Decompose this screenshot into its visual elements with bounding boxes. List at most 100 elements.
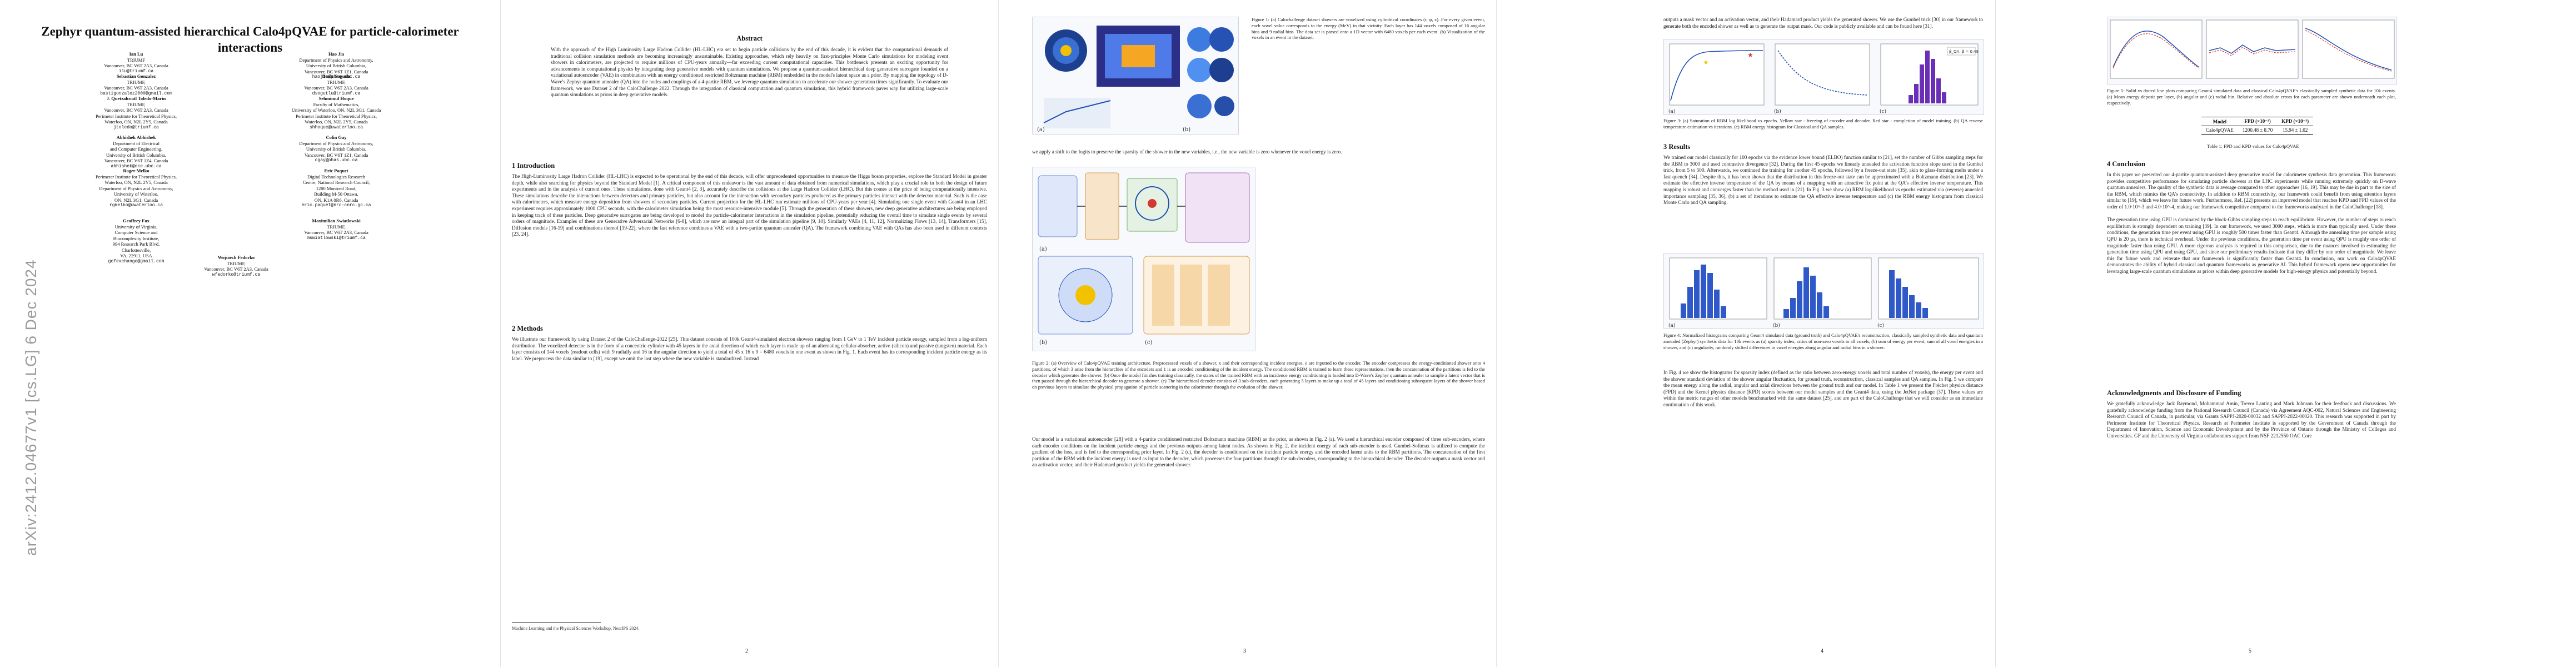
table-header: FPD (×10⁻³) — [2244, 118, 2271, 124]
author-email[interactable]: dsogutlu@triumf.ca — [312, 91, 361, 96]
svg-text:(a): (a) — [1668, 322, 1675, 328]
svg-text:(c): (c) — [1880, 108, 1886, 115]
table-header: KPD (×10⁻³) — [2281, 118, 2309, 124]
table-row: Calo4pQVAE 1200.48 ± 8.70 15.94 ± 1.02 — [2201, 126, 2314, 135]
author-name: Colin Gay — [326, 135, 347, 140]
author-email[interactable]: eric.paquet@nrc-cnrc.gc.ca — [301, 203, 371, 208]
author-email[interactable]: gcfexchange@gmail.com — [108, 258, 165, 264]
results-text-2: In Fig. 4 we show the histograms for spa… — [1663, 370, 1983, 407]
figure-2-caption: Figure 2: (a) Overview of Calo4pQVAE tra… — [1032, 360, 1485, 390]
conclusion-text: In this paper we presented our 4-partite… — [2107, 172, 2396, 274]
ack-text: We gratefully acknowledge Jack Raymond, … — [2107, 401, 2396, 439]
page-2: Abstract With the approach of the High L… — [501, 0, 998, 667]
figure-3: ★ ★ β_QA, β = 0.48 (a) (b) (c) — [1663, 39, 1984, 115]
svg-text:★: ★ — [1747, 51, 1753, 59]
results-text: We trained our model classically for 100… — [1663, 155, 1983, 206]
svg-text:(a): (a) — [1668, 108, 1675, 115]
author-name: Hao Jia — [328, 51, 345, 57]
figure-4-caption: Figure 4: Normalized histograms comparin… — [1663, 332, 1983, 350]
author-affiliation: Faculty of Mathematics, University of Wa… — [291, 101, 381, 125]
author-email[interactable]: ilu@triumf.ca — [118, 68, 154, 74]
methods-text: We illustrate our framework by using Dat… — [512, 336, 987, 361]
figure-2: (a) (b) (c) — [1032, 167, 1255, 351]
svg-text:(b): (b) — [1183, 127, 1190, 133]
figure-1-caption: Figure 1: (a) Calochallenge dataset show… — [1252, 17, 1485, 41]
table-cell: 1200.48 ± 8.70 — [2242, 127, 2273, 133]
svg-text:(a): (a) — [1037, 127, 1045, 133]
page3-text-top: we apply a shift to the logits to preser… — [1032, 149, 1342, 155]
table-caption: Table 1: FPD and KPD values for Calo4pQV… — [2207, 143, 2299, 149]
page-number: 5 — [2249, 648, 2251, 654]
paper-title: Zephyr quantum-assisted hierarchical Cal… — [41, 24, 459, 54]
page-number: 3 — [1243, 648, 1246, 654]
methods-heading: 2 Methods — [512, 325, 543, 332]
page4-text-top: outputs a mask vector and an activation … — [1663, 17, 1983, 29]
svg-text:(c): (c) — [1877, 322, 1884, 328]
author-affiliation: TRIUMF, Vancouver, BC V6T 2A3, Canada Pe… — [96, 101, 177, 125]
figure-2-image: (a) (b) (c) — [1038, 172, 1250, 346]
author-email[interactable]: mswiatlowski@triumf.ca — [307, 235, 366, 241]
author-email[interactable]: bastigonzalez2000@gmail.com — [100, 91, 172, 96]
figure-1: (a) (b) — [1032, 17, 1239, 135]
page-divider — [500, 0, 501, 667]
svg-text:(b): (b) — [1773, 322, 1780, 328]
author-email[interactable]: cgay@phas.ubc.ca — [315, 158, 358, 163]
author-affiliation: Department of Physics and Astronomy, Uni… — [299, 57, 373, 74]
conclusion-heading: 4 Conclusion — [2107, 160, 2146, 168]
table-cell: 15.94 ± 1.02 — [2282, 127, 2308, 133]
intro-text: The High-Luminosity Large Hadron Collide… — [512, 173, 987, 237]
figure-3-legend: β_QA, β = 0.48 — [1949, 49, 1979, 54]
author-name: Wojciech Fedorko — [217, 255, 255, 260]
arxiv-sidebar: arXiv:2412.04677v1 [cs.LG] 6 Dec 2024 — [22, 259, 39, 556]
author-name: Sehmimul Hoque — [318, 96, 354, 101]
figure-1-image: (a) (b) — [1037, 26, 1234, 133]
author-email[interactable]: jtoledo@triumf.ca — [113, 125, 159, 130]
page-4: outputs a mask vector and an activation … — [1497, 0, 1995, 667]
author-affiliation: Perimeter Institute for Theoretical Phys… — [96, 173, 177, 203]
page-divider — [1496, 0, 1497, 667]
author-name: Geoffrey Fox — [123, 218, 150, 223]
footnote: Machine Learning and the Physical Scienc… — [512, 626, 640, 631]
author-email[interactable]: wfedorko@triumf.ca — [212, 272, 261, 277]
results-table: Model FPD (×10⁻³) KPD (×10⁻³) Calo4pQVAE… — [2201, 117, 2314, 135]
figure-3-caption: Figure 3: (a) Saturation of RBM log like… — [1663, 118, 1983, 130]
page-divider — [1995, 0, 1996, 667]
author-name: Eric Paquet — [324, 168, 348, 173]
author-email[interactable]: haojia@phas.ubc.ca — [312, 74, 361, 79]
results-heading: 3 Results — [1663, 143, 1691, 151]
page3-text-model: Our model is a variational autoencoder [… — [1032, 436, 1485, 468]
page-number: 4 — [1821, 648, 1823, 654]
table-header: Model — [2213, 118, 2227, 125]
svg-text:(b): (b) — [1039, 340, 1047, 346]
svg-text:★: ★ — [1703, 58, 1709, 66]
figure-4: (a) (b) (c) — [1663, 253, 1984, 329]
figure-5-image — [2110, 19, 2395, 79]
svg-text:(c): (c) — [1145, 340, 1153, 346]
author-affiliation: TRIUMF, Vancouver, BC V6T 2A3, Canada — [104, 79, 168, 91]
author-affiliation: Department of Electrical and Computer En… — [104, 140, 168, 164]
author-email[interactable]: rgmelko@uwaterloo.ca — [109, 203, 163, 208]
page-divider — [998, 0, 999, 667]
author-name: Roger Melko — [123, 168, 150, 173]
author-email[interactable]: shhoque@uwaterloo.ca — [309, 125, 363, 130]
author-name: Ian Lu — [129, 51, 143, 57]
author-affiliation: Department of Physics and Astronomy, Uni… — [299, 140, 373, 158]
page-number: 2 — [745, 648, 748, 654]
author-affiliation: TRIUMF, Vancouver, BC V6T 2A3, Canada — [304, 223, 368, 236]
author-email[interactable]: abhishek@ece.ubc.ca — [111, 163, 162, 169]
abstract-text: With the approach of the High Luminosity… — [551, 47, 948, 98]
author-affiliation: TRIUMF, Vancouver, BC V6T 2A3, Canada — [304, 79, 368, 91]
author-name: J. Quetzalcoatl Toledo-Marin — [106, 96, 166, 101]
figure-5 — [2107, 17, 2397, 84]
figure-4-image: (a) (b) (c) — [1668, 257, 1979, 328]
